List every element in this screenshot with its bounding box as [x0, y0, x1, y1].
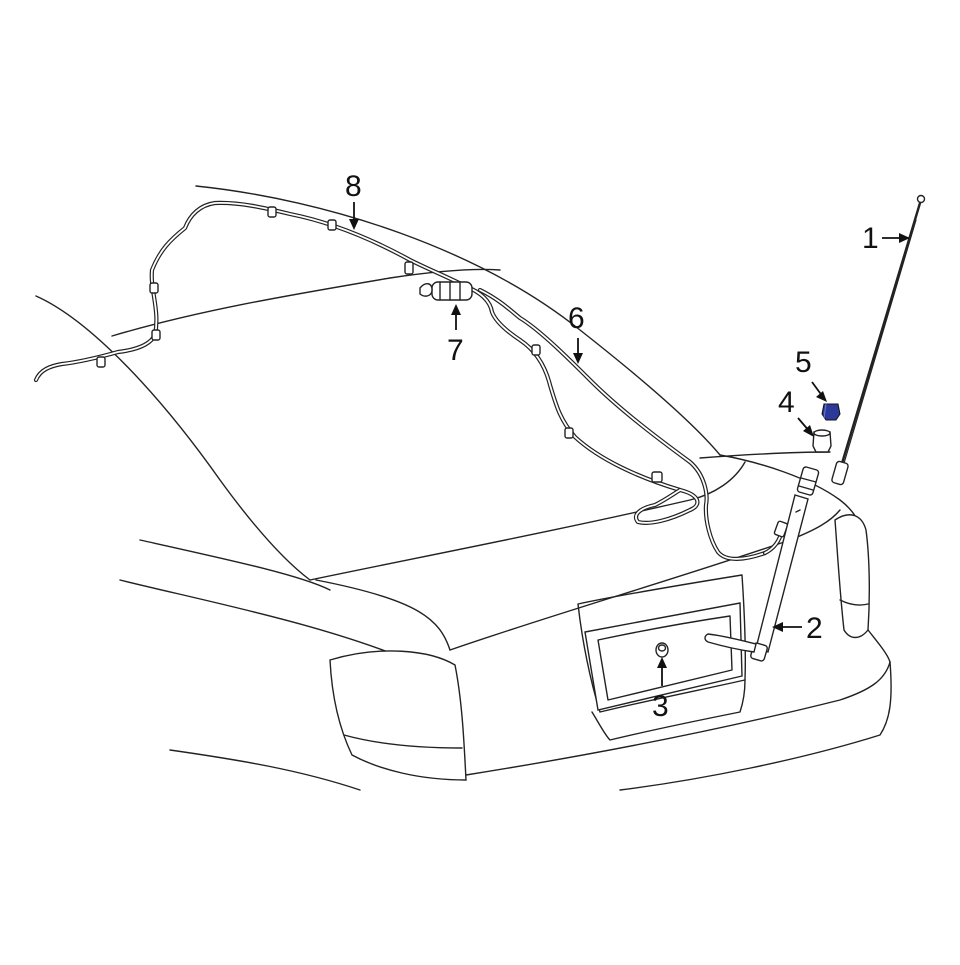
- callout-2-label: 2: [806, 612, 823, 645]
- antenna-base-nut-part: [812, 429, 832, 453]
- callout-3: 3: [652, 657, 669, 723]
- harness-clips: [96, 206, 663, 483]
- callout-1-label: 1: [862, 222, 879, 255]
- callout-7-label: 7: [447, 334, 464, 367]
- callout-5-label: 5: [795, 346, 812, 379]
- callouts: 1 2 3 4 5 6: [345, 170, 910, 723]
- callout-4-label: 4: [778, 386, 795, 419]
- callout-5: 5: [795, 346, 827, 402]
- callout-3-label: 3: [652, 690, 669, 723]
- callout-6-label: 6: [568, 302, 585, 335]
- callout-6: 6: [568, 302, 585, 364]
- callout-7: 7: [447, 304, 464, 367]
- antenna-motor-part: [704, 466, 820, 662]
- callout-8-label: 8: [345, 170, 362, 203]
- callout-8: 8: [345, 170, 362, 230]
- antenna-mast-part: [831, 194, 926, 486]
- antenna-harness: [33, 200, 789, 561]
- callout-4: 4: [778, 386, 814, 437]
- car-body: [35, 185, 892, 791]
- grommet-part: [655, 642, 669, 658]
- cable-connector-part: [419, 281, 473, 301]
- antenna-cap-nut-part: [821, 403, 841, 421]
- callout-2: 2: [772, 612, 823, 645]
- callout-1: 1: [862, 222, 910, 255]
